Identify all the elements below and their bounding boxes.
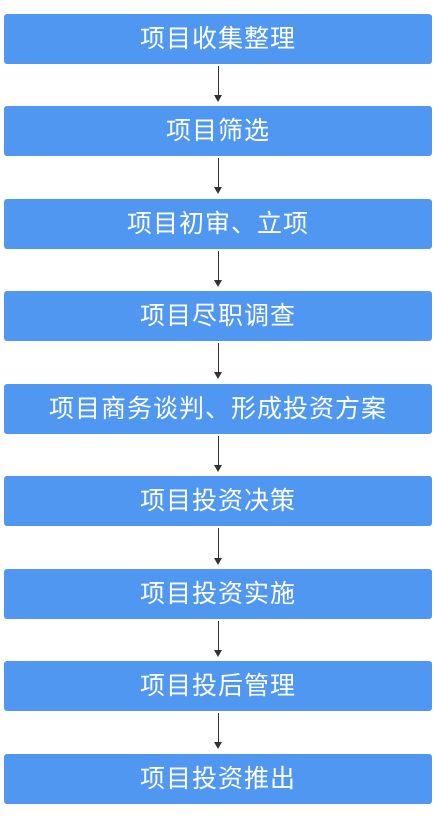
step-screening: 项目筛选 bbox=[4, 106, 432, 156]
step-investment-exit: 项目投资推出 bbox=[4, 754, 432, 804]
step-initial-review: 项目初审、立项 bbox=[4, 199, 432, 249]
arrow-down bbox=[212, 251, 224, 287]
arrow-down bbox=[212, 528, 224, 565]
arrow-down bbox=[212, 621, 224, 657]
arrow-down bbox=[212, 66, 224, 102]
arrow-down bbox=[212, 343, 224, 379]
step-collect-organize: 项目收集整理 bbox=[4, 14, 432, 64]
step-due-diligence: 项目尽职调查 bbox=[4, 291, 432, 341]
step-investment-decision: 项目投资决策 bbox=[4, 476, 432, 526]
step-negotiation-plan: 项目商务谈判、形成投资方案 bbox=[4, 384, 432, 434]
step-post-investment-management: 项目投后管理 bbox=[4, 661, 432, 711]
arrow-down bbox=[212, 713, 224, 749]
arrow-down bbox=[212, 436, 224, 472]
step-investment-implementation: 项目投资实施 bbox=[4, 569, 432, 619]
arrow-down bbox=[212, 158, 224, 194]
